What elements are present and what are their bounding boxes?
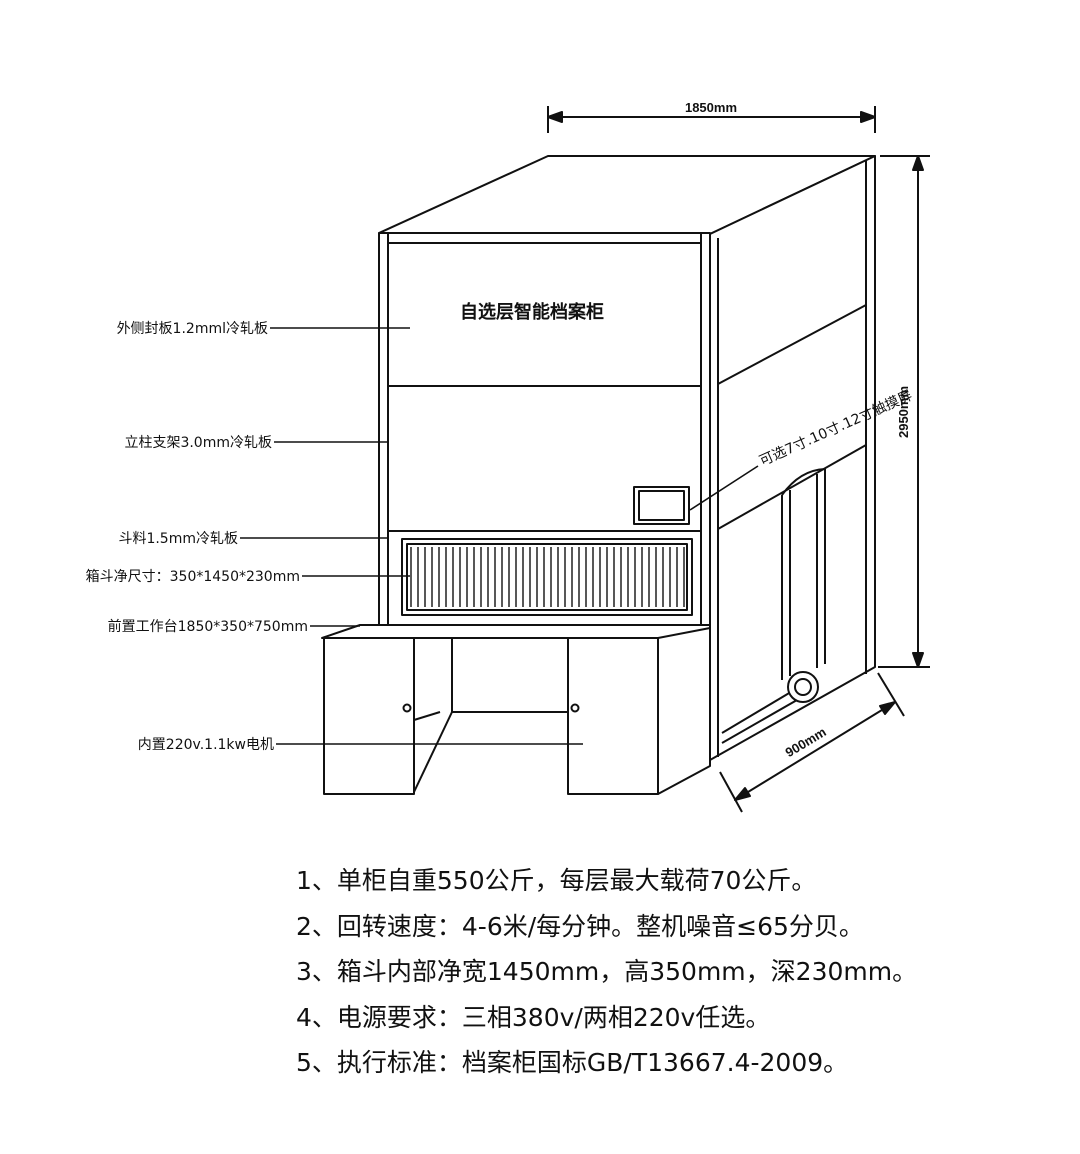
spec-item: 2、回转速度：4-6米/每分钟。整机噪音≤65分贝。 [296, 911, 864, 941]
height-dimension-label: 2950mm [896, 386, 911, 438]
spec-item: 5、执行标准：档案柜国标GB/T13667.4-2009。 [296, 1048, 849, 1077]
spec-item: 1、单柜自重550公斤，每层最大载荷70公斤。 [296, 866, 817, 895]
callout-workbench: 前置工作台1850*350*750mm [108, 618, 308, 635]
depth-dimension-label: 900mm [783, 724, 829, 760]
spec-item: 4、电源要求：三相380v/两相220v任选。 [296, 1002, 771, 1032]
width-dimension: 1850mm [547, 100, 876, 133]
right-door-knob [570, 703, 580, 713]
drive-wheel [787, 671, 819, 703]
callout-motor: 内置220v.1.1kw电机 [138, 737, 274, 753]
cabinet-title: 自选层智能档案柜 [460, 301, 604, 323]
callout-drawer-size: 箱斗净尺寸：350*1450*230mm [86, 569, 300, 585]
leader-lines [240, 327, 759, 745]
touch-screen [633, 486, 690, 525]
left-door-knob [402, 703, 412, 713]
callout-drawer-material: 斗料1.5mm冷轧板 [118, 531, 238, 547]
spec-list: 1、单柜自重550公斤，每层最大载荷70公斤。 2、回转速度：4-6米/每分钟。… [296, 858, 1056, 1086]
drawer [401, 538, 693, 616]
callout-column: 立柱支架3.0mm冷轧板 [124, 435, 272, 451]
height-dimension: 2950mm [878, 155, 930, 668]
callout-outer-panel: 外侧封板1.2mml冷轧板 [117, 321, 268, 337]
workbench [321, 624, 711, 795]
spec-item: 3、箱斗内部净宽1450mm，高350mm，深230mm。 [296, 957, 918, 986]
width-dimension-label: 1850mm [685, 100, 737, 115]
